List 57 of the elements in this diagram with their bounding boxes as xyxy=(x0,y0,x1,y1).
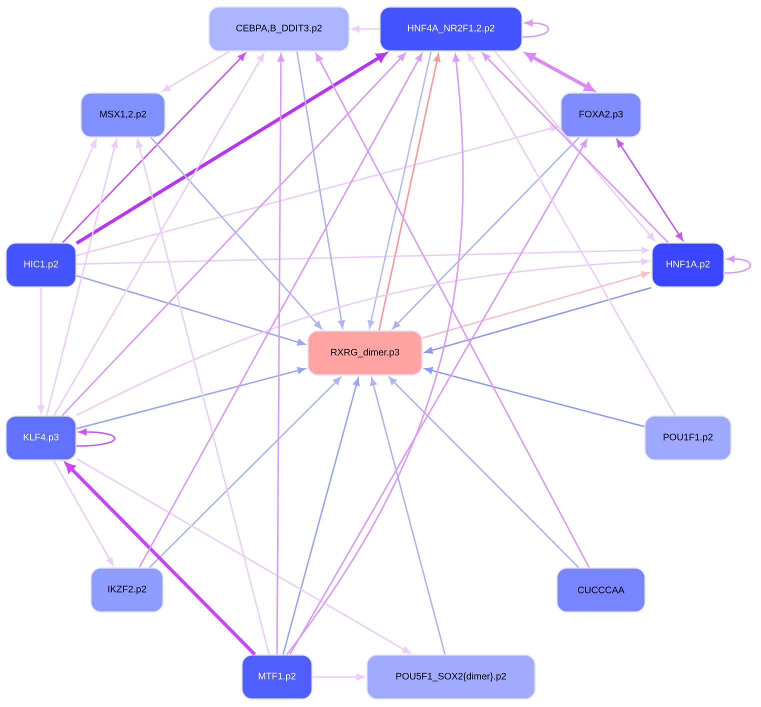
arrow xyxy=(62,52,246,243)
arrow xyxy=(76,124,558,256)
arrow xyxy=(316,53,590,568)
arrow xyxy=(276,54,284,654)
loop-arrow xyxy=(76,428,116,447)
node-box: CEBPA,B_DDIT3.p2 xyxy=(208,6,350,52)
double-arrow xyxy=(525,52,594,92)
arrow xyxy=(62,52,406,416)
arrow xyxy=(38,288,44,414)
arrow xyxy=(76,246,650,265)
node-box: IKZF2.p2 xyxy=(90,567,164,613)
arrow xyxy=(368,51,432,328)
arrow xyxy=(76,458,410,654)
arrow xyxy=(289,139,588,655)
node-box: POU1F1.p2 xyxy=(644,415,732,461)
arrow xyxy=(392,137,580,330)
node-box: HNF4A_NR2F1,2.p2 xyxy=(379,6,523,52)
node-box: HNF1A.p2 xyxy=(651,242,725,288)
arrow xyxy=(494,51,655,241)
arrow xyxy=(50,140,97,243)
arrow xyxy=(312,674,364,680)
arrow xyxy=(76,258,650,416)
arrow xyxy=(138,53,422,568)
arrow xyxy=(296,51,345,328)
node-box: POU5F1_SOX2{dimer}.p2 xyxy=(366,654,536,700)
arrow xyxy=(468,53,676,416)
node-box: CUCCCAA xyxy=(556,567,646,613)
arrow xyxy=(53,53,264,416)
arrow xyxy=(46,140,118,416)
node-box: MTF1.p2 xyxy=(241,654,313,700)
arrow xyxy=(76,367,306,430)
arrow xyxy=(378,54,440,331)
arrow xyxy=(424,286,652,354)
loop-arrow xyxy=(522,20,550,38)
loop-arrow xyxy=(724,256,752,274)
arrow xyxy=(388,376,580,568)
node-box: HIC1.p2 xyxy=(5,242,77,288)
arrow xyxy=(422,271,650,339)
node-box: MSX1,2.p2 xyxy=(80,92,166,138)
arrow xyxy=(286,54,464,655)
arrow xyxy=(136,140,270,655)
node-box: KLF4.p3 xyxy=(5,415,77,461)
arrow xyxy=(424,367,645,428)
arrow xyxy=(282,378,360,655)
arrow xyxy=(352,26,380,32)
arrow xyxy=(370,378,446,655)
arrow xyxy=(482,52,669,243)
node-box: RXRG_dimer.p3 xyxy=(307,330,423,376)
node-box: FOXA2.p3 xyxy=(560,92,642,138)
arrow xyxy=(76,274,306,346)
arrow xyxy=(149,376,342,568)
arrow xyxy=(162,50,230,92)
arrow xyxy=(65,462,256,656)
arrow xyxy=(150,137,322,329)
arrow xyxy=(76,52,387,245)
arrow xyxy=(53,460,114,566)
double-arrow xyxy=(616,139,684,241)
